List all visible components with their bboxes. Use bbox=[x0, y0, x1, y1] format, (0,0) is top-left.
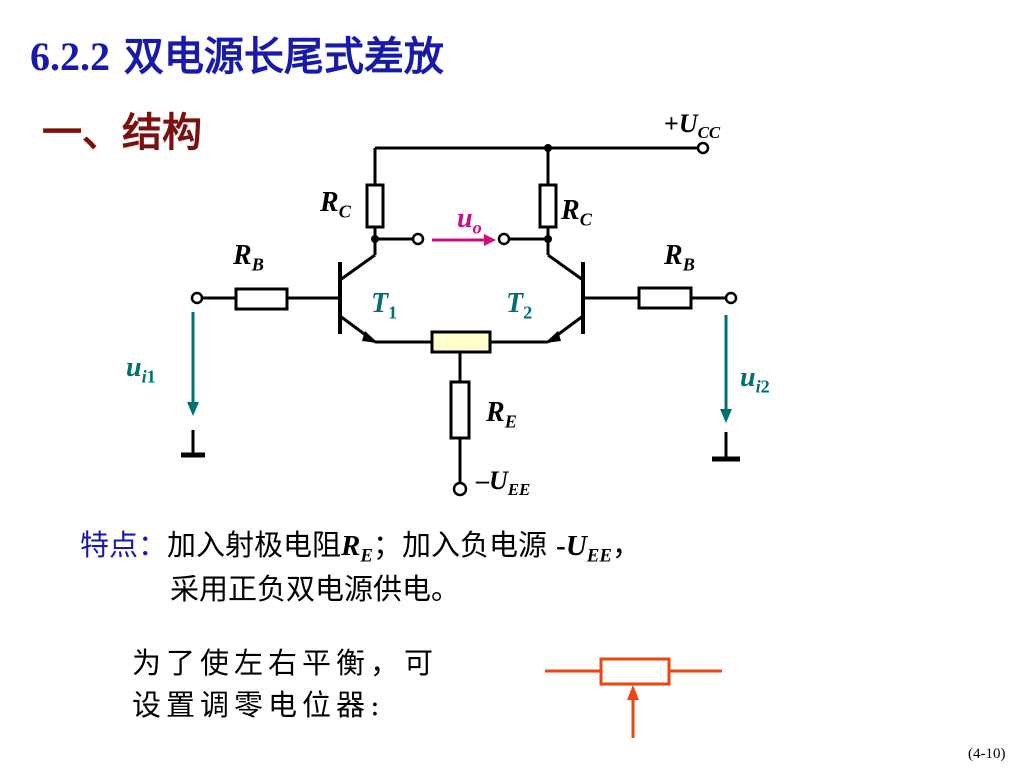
potentiometer-wiper-arrow bbox=[627, 685, 639, 700]
rb-left-resistor bbox=[234, 287, 289, 311]
rb-left-label: RB bbox=[233, 240, 264, 275]
rc-left-resistor bbox=[365, 183, 385, 229]
output-terminal-right bbox=[497, 232, 511, 246]
t1-emitter-arrow bbox=[362, 331, 378, 343]
ui2-label: ui2 bbox=[740, 362, 770, 397]
rb-right-label: RB bbox=[664, 240, 695, 275]
t1-label: T1 bbox=[371, 288, 398, 323]
t2-emitter-arrow bbox=[545, 331, 561, 343]
uo-label: uo bbox=[457, 203, 482, 238]
junction-dot bbox=[544, 235, 552, 243]
vee-label: –UEE bbox=[476, 466, 531, 499]
note-line-1: 为了使左右平衡，可 bbox=[132, 646, 439, 680]
output-terminal-left bbox=[411, 232, 425, 246]
ui2-arrow bbox=[720, 409, 732, 423]
ui1-label: ui1 bbox=[126, 352, 156, 387]
note-line-2: 设置调零电位器: bbox=[132, 688, 385, 722]
junction-dot bbox=[544, 144, 552, 152]
t2-label: T2 bbox=[506, 288, 533, 323]
rc-left-label: RC bbox=[320, 187, 351, 222]
emitter-potentiometer bbox=[430, 330, 492, 354]
vcc-label: +UCC bbox=[664, 109, 721, 142]
zero-adjust-potentiometer bbox=[545, 657, 722, 738]
title-text: 双电源长尾式差放 bbox=[110, 33, 444, 80]
rb-right-resistor bbox=[637, 286, 693, 310]
vee-terminal bbox=[452, 481, 468, 497]
rc-right-resistor bbox=[538, 183, 558, 229]
input-terminal-right bbox=[724, 291, 738, 305]
re-inline: RE bbox=[341, 530, 373, 567]
vcc-terminal bbox=[696, 141, 710, 155]
feature-text: 特点：加入射极电阻RE；加入负电源 -UEE， bbox=[80, 528, 641, 567]
page-title: 6.2.2 双电源长尾式差放 bbox=[30, 24, 444, 82]
re-resistor bbox=[449, 380, 471, 440]
re-label: RE bbox=[486, 397, 517, 432]
input-terminal-left bbox=[190, 291, 204, 305]
page-number: (4-10) bbox=[968, 746, 1006, 762]
section-number: 6.2.2 bbox=[30, 34, 110, 79]
rc-right-label: RC bbox=[561, 195, 592, 230]
section-subtitle: 一、结构 bbox=[42, 109, 202, 156]
uee-inline: UEE bbox=[565, 530, 612, 567]
junction-dot bbox=[371, 235, 379, 243]
feature-text-line2: 采用正负双电源供电。 bbox=[170, 572, 461, 606]
feature-heading: 特点： bbox=[80, 528, 168, 562]
uo-arrow bbox=[484, 234, 496, 246]
ui1-arrow bbox=[187, 402, 199, 416]
